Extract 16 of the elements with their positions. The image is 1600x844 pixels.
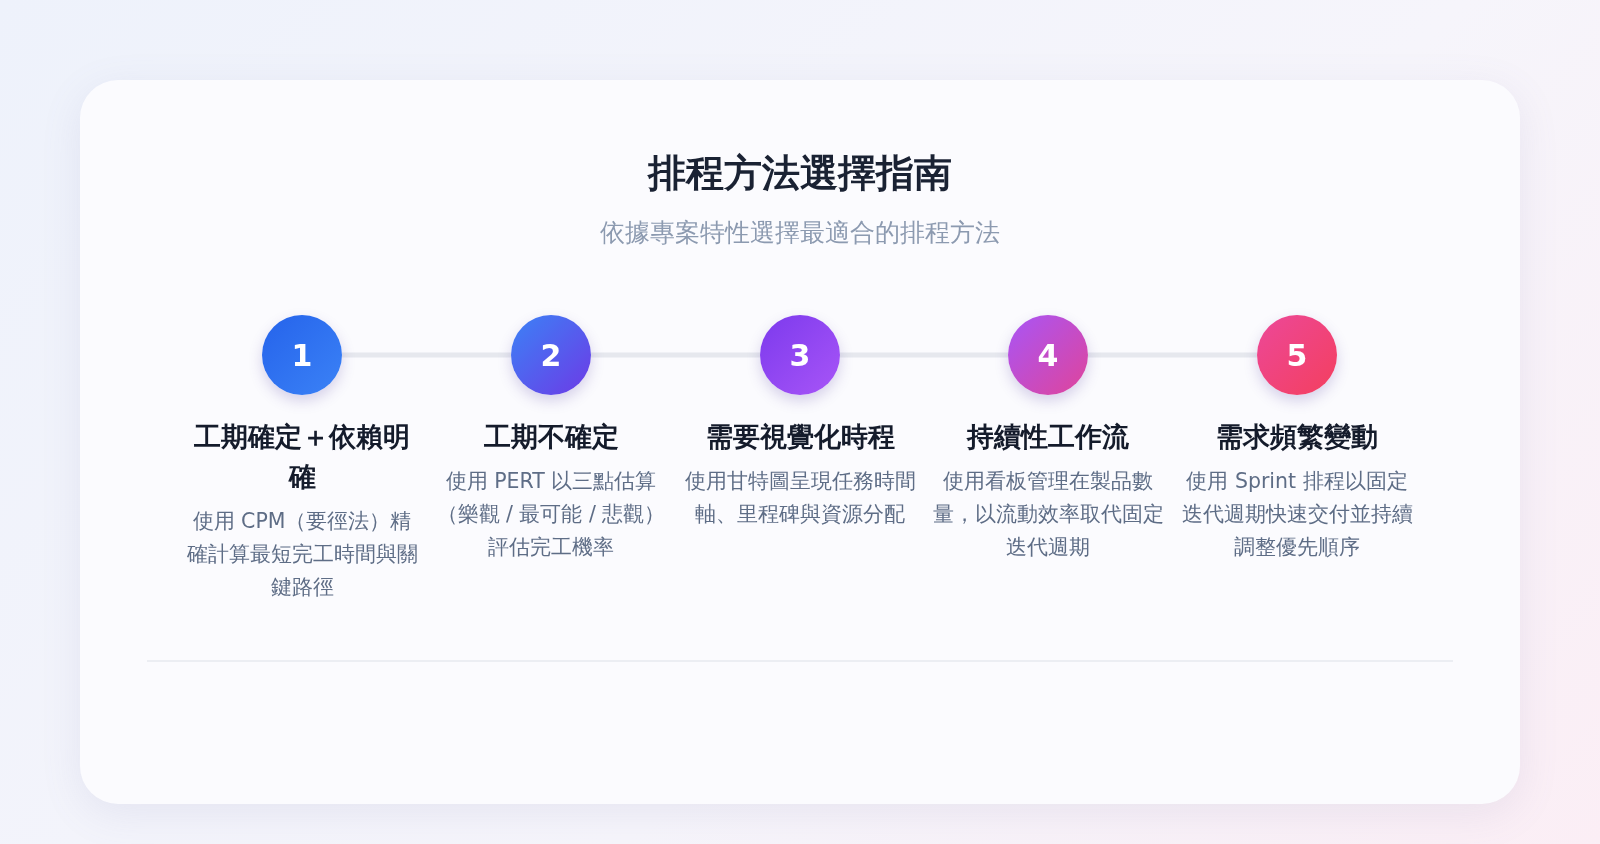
step-description: 使用 CPM（要徑法）精確計算最短完工時間與關鍵路徑	[185, 508, 419, 601]
connector-line	[342, 352, 511, 358]
step-description: 使用 Sprint 排程以固定迭代週期快速交付並持續調整優先順序	[1180, 468, 1414, 561]
title: 排程方法選擇指南	[646, 150, 953, 197]
step-description: 使用看板管理在製品數量，以流動效率取代固定迭代週期	[931, 468, 1165, 561]
step-title: 工期確定＋依賴明確	[193, 420, 411, 494]
step-title: 需求頻繁變動	[1215, 420, 1379, 454]
step-description: 使用 PERT 以三點估算（樂觀 / 最可能 / 悲觀）評估完工機率	[435, 468, 667, 561]
connector-line	[840, 352, 1008, 358]
step-title: 需要視覺化時程	[704, 420, 896, 454]
connector-line	[1088, 352, 1257, 358]
step-description: 使用甘特圖呈現任務時間軸、里程碑與資源分配	[683, 468, 917, 528]
subtitle: 依據專案特性選擇最適合的排程方法	[599, 217, 1001, 249]
step-title: 工期不確定	[482, 420, 620, 454]
step-title: 持續性工作流	[965, 420, 1130, 454]
connector-line	[591, 352, 760, 358]
